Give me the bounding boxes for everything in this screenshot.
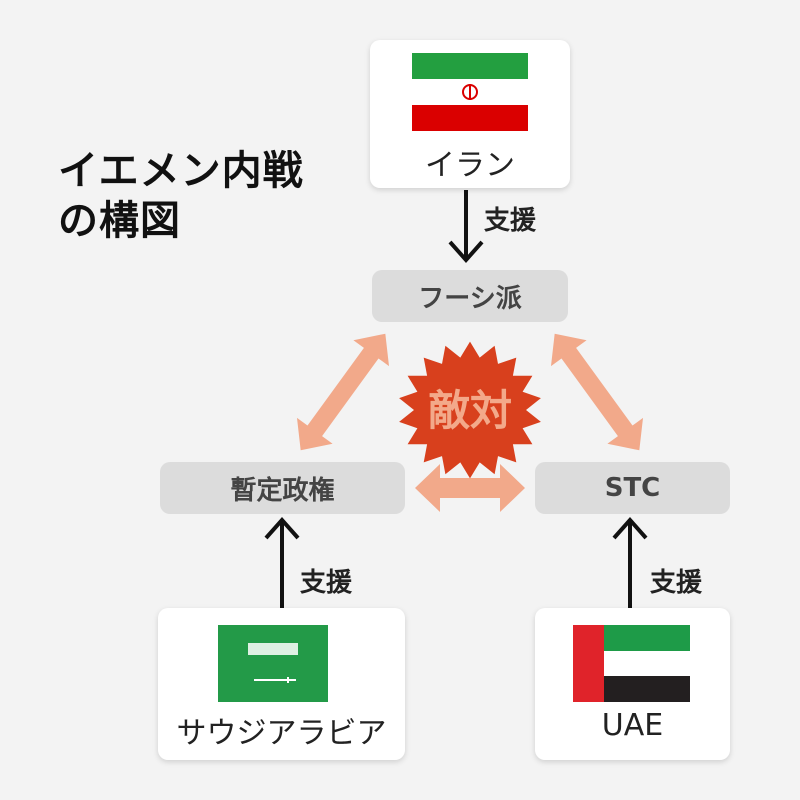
support-arrow-saudi <box>264 516 300 608</box>
supporter-card-saudi: サウジアラビア <box>158 608 405 760</box>
hostility-label: 敵対 <box>428 386 512 435</box>
support-arrow-uae <box>612 516 648 608</box>
diagram-title: イエメン内戦 の構図 <box>58 146 304 246</box>
hostility-arrow-houthi-stc <box>550 333 644 451</box>
supporter-card-iran: イラン <box>370 40 570 188</box>
supporter-label-iran: イラン <box>425 148 515 183</box>
supporter-card-uae: UAE <box>535 608 730 760</box>
support-arrow-iran <box>448 190 484 264</box>
support-label-iran: 支援 <box>484 206 537 236</box>
hostility-burst <box>399 341 541 479</box>
actor-box-stc: STC <box>535 462 730 514</box>
title-line-2: の構図 <box>58 198 181 244</box>
hostility-arrow-houthi-government <box>296 333 390 451</box>
supporter-label-uae: UAE <box>601 708 664 743</box>
support-label-uae: 支援 <box>650 568 703 598</box>
iran-flag-icon <box>412 53 528 131</box>
actor-box-houthi: フーシ派 <box>372 270 568 322</box>
uae-flag-icon <box>573 625 690 702</box>
supporter-label-saudi: サウジアラビア <box>176 716 387 751</box>
hostility-arrow-government-stc <box>415 464 525 512</box>
actor-box-government: 暫定政権 <box>160 462 405 514</box>
support-label-saudi: 支援 <box>300 568 353 598</box>
saudi-flag-icon <box>218 625 328 702</box>
title-line-1: イエメン内戦 <box>58 148 304 194</box>
